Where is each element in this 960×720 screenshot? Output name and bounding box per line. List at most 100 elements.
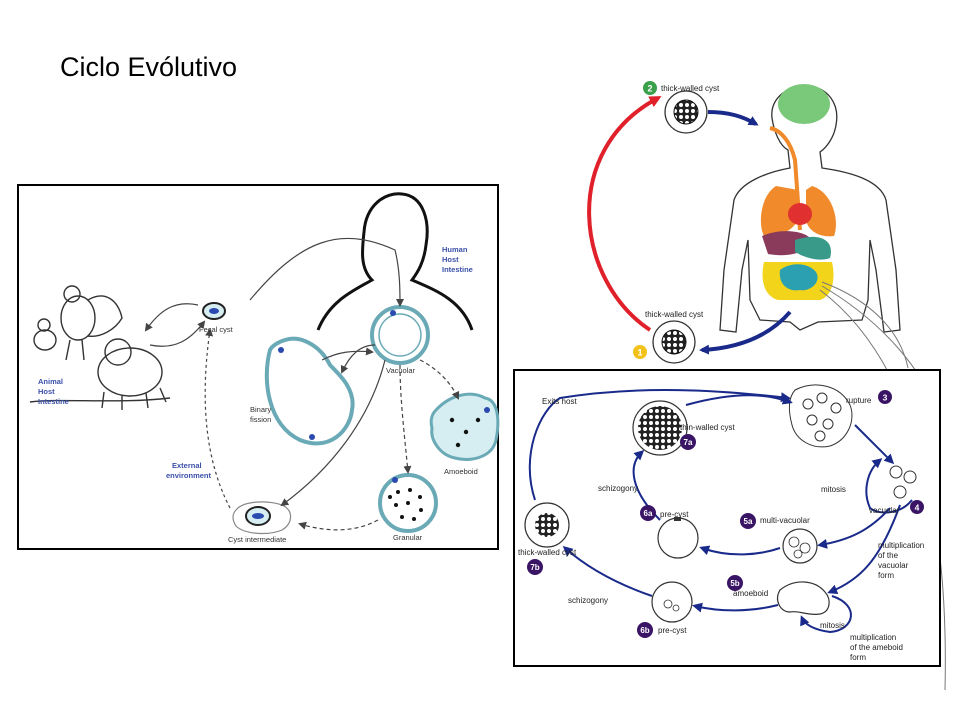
- label-granular: Granular: [393, 533, 423, 542]
- arrow-animal-to-fecal: [149, 320, 206, 347]
- arrow-vacuolar-to-fission: [340, 344, 376, 374]
- label-external-env-1: External: [172, 461, 202, 470]
- arrow-vacuolar-to-amoeboid: [827, 504, 901, 595]
- label-animal-host-3: Intestine: [38, 397, 69, 406]
- arrow-amoeboid-mitosis-loop: [800, 595, 852, 634]
- badge-stage-7a-text: 7a: [684, 438, 693, 447]
- arrow-cyst-to-mouth: [707, 110, 759, 126]
- label-mult-vac-3: vacuolar: [878, 561, 909, 570]
- label-mitosis-1: mitosis: [821, 485, 846, 494]
- badge-stage-2-text: 2: [647, 84, 652, 94]
- label-fecal-cyst: Fecal cyst: [199, 325, 234, 334]
- label-schizogony-1: schizogony: [598, 484, 638, 493]
- amoeboid-cell: [429, 392, 500, 461]
- label-pre-cyst-b: pre-cyst: [658, 626, 687, 635]
- lung-left: [760, 186, 798, 237]
- arrow-vacuolar-to-cyst: [280, 359, 386, 507]
- label-schizogony-2: schizogony: [568, 596, 608, 605]
- badge-stage-4: [910, 500, 924, 514]
- arrow-rupture-to-vacuolar: [854, 424, 895, 465]
- slide-title: Ciclo Evólutivo: [60, 52, 238, 82]
- badge-stage-1: [633, 345, 647, 359]
- arrow-precyst-b-to-thick: [562, 546, 653, 597]
- arrow-red-infection: [587, 96, 662, 332]
- stomach: [795, 236, 831, 260]
- badge-stage-1-text: 1: [637, 348, 642, 358]
- arrow-inset-exit: [528, 389, 791, 501]
- badge-stage-5a-text: 5a: [744, 517, 753, 526]
- arrow-vacuolar-mitosis-loop: [865, 458, 913, 514]
- label-cyst-intermediate: Cyst intermediate: [228, 535, 286, 544]
- human-silhouette: [316, 192, 474, 331]
- arrow-cyst-to-fecal: [204, 328, 231, 509]
- badge-stage-7b: [527, 559, 543, 575]
- label-animal-host-1: Animal: [38, 377, 63, 386]
- label-binary-fission-1: Binary: [250, 405, 272, 414]
- label-rupture: rupture: [846, 396, 872, 405]
- badge-stage-6b: [637, 622, 653, 638]
- label-external-env-2: environment: [166, 471, 212, 480]
- left-lifecycle-diagram: Fecal cyst Vacuolar Binary fission Amoeb…: [17, 184, 500, 550]
- label-binary-fission-2: fission: [250, 415, 271, 424]
- arrow-multivac-to-precyst-a: [699, 545, 781, 556]
- label-mult-amb-2: of the ameboid: [850, 643, 903, 652]
- arrow-thin-to-rupture: [685, 394, 793, 406]
- arrow-exit-to-cyst: [699, 310, 792, 355]
- stage-badges: 3 7a 4 6a 5a 7b 5b 6b: [527, 390, 924, 638]
- pre-cyst-b-cell: [651, 581, 693, 623]
- inset-frame: [513, 369, 941, 667]
- pre-cyst-a-cell: [657, 517, 699, 559]
- fecal-cyst-nucleus: [209, 308, 219, 314]
- vacuolar-cells: [889, 465, 917, 499]
- label-human-host-1: Human: [442, 245, 468, 254]
- badge-stage-7a: [680, 434, 696, 450]
- badge-stage-6a: [640, 505, 656, 521]
- badge-stage-5b: [727, 575, 743, 591]
- lung-right: [806, 186, 836, 237]
- arrow-fecal-to-animal: [144, 303, 199, 332]
- label-thick-walled-cyst-top: thick-walled cyst: [661, 84, 720, 93]
- label-multi-vacuolar: multi-vacuolar: [760, 516, 810, 525]
- amoeboid-inset-cell: [777, 581, 830, 616]
- label-amoeboid-left: Amoeboid: [444, 467, 478, 476]
- trachea: [769, 126, 802, 231]
- binary-fission-cell: [264, 336, 355, 446]
- label-thick-walled-cyst-bottom: thick-walled cyst: [645, 310, 704, 319]
- arrow-vacuolar-to-amoeboid: [419, 359, 460, 400]
- label-thick-walled-cyst-inset: thick-walled cyst: [518, 548, 577, 557]
- arrow-fission-to-vacuolar: [321, 347, 374, 361]
- label-mitosis-2: mitosis: [820, 621, 845, 630]
- animal-host-illustration: [29, 285, 171, 410]
- label-thin-walled-cyst: thin-walled cyst: [680, 423, 735, 432]
- label-amoeboid-inset: amoeboid: [733, 589, 768, 598]
- label-animal-host-2: Host: [38, 387, 55, 396]
- badge-stage-2: [643, 81, 657, 95]
- label-human-host-3: Intestine: [442, 265, 473, 274]
- right-inset-lifecycle: Exits host rupture thin-walled cyst schi…: [513, 369, 941, 667]
- badge-stage-5b-text: 5b: [730, 579, 739, 588]
- label-mult-amb-3: form: [850, 653, 866, 662]
- label-vacuolar-inset: vacuolar: [869, 506, 900, 515]
- label-vacuolar-left: Vacuolar: [386, 366, 416, 375]
- label-mult-amb-1: multiplication: [850, 633, 896, 642]
- label-mult-vac-1: multiplication: [878, 541, 924, 550]
- badge-stage-3-text: 3: [883, 393, 888, 403]
- heart: [788, 203, 812, 225]
- label-exits-host: Exits host: [542, 397, 577, 406]
- arrow-vacuolar-to-multivac: [817, 507, 891, 549]
- badge-stage-3: [878, 390, 892, 404]
- label-mult-vac-4: form: [878, 571, 894, 580]
- label-human-host-2: Host: [442, 255, 459, 264]
- badge-stage-4-text: 4: [915, 503, 920, 513]
- badge-stage-7b-text: 7b: [530, 563, 539, 572]
- right-human-diagram: 2 1 thick-walled cyst thick-walled cyst: [587, 81, 946, 691]
- arrow-amoeboid-to-precyst-b: [692, 602, 779, 613]
- label-pre-cyst-a: pre-cyst: [660, 510, 689, 519]
- arrow-granular-to-cyst: [298, 519, 379, 531]
- badge-stage-6a-text: 6a: [644, 509, 653, 518]
- arrow-fecal-to-human: [249, 237, 404, 307]
- badge-stage-6b-text: 6b: [640, 626, 649, 635]
- badge-stage-5a: [740, 513, 756, 529]
- brain: [778, 84, 830, 124]
